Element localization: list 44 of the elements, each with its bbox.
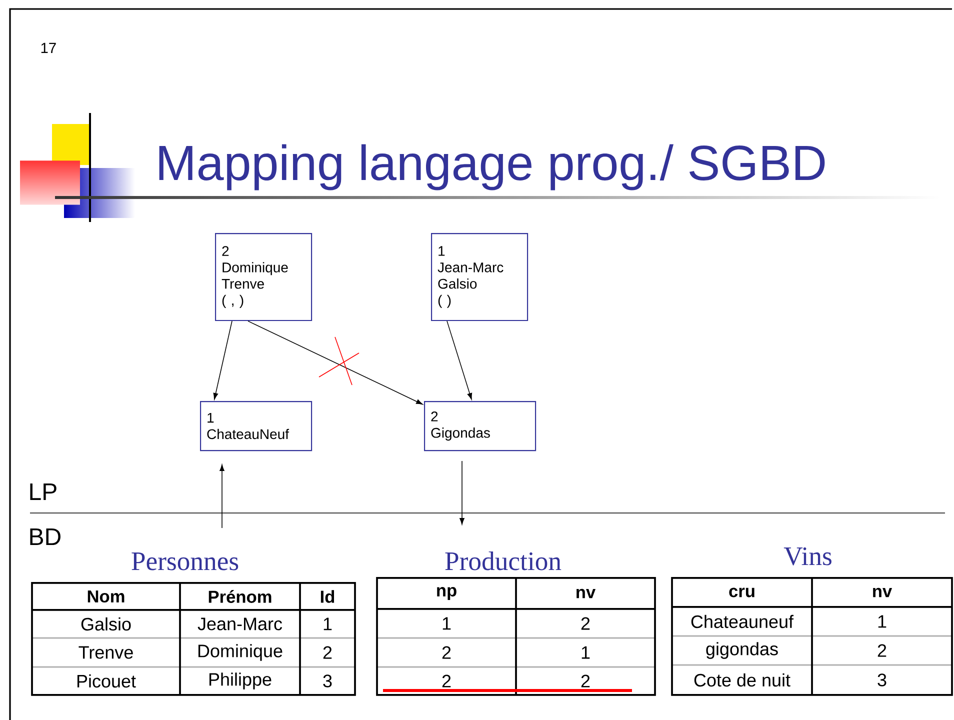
cell-text: 1 [324,618,332,630]
cell-text: 2 [581,674,590,688]
column-header: Prénom [208,590,272,603]
object-box: 1 Jean-Marc Galsio ( ) [431,233,528,322]
arrow [220,464,224,528]
cell-text: 2 [442,646,451,659]
cell-text: Dominique [198,644,282,661]
table-title: Vins [784,547,832,566]
arrow [213,320,232,400]
page-number: 17 [41,42,56,53]
column-header: nv [873,588,892,598]
column-header: cru [729,588,754,598]
cell-text: 2 [878,644,886,657]
cell-text: 2 [323,646,332,659]
layer-label: LP [30,483,56,500]
slide-title: Mapping langage prog./ SGBD [159,144,825,190]
table-title: Personnes [132,552,238,570]
table-title: Production [445,551,562,570]
cell-text: Chateauneuf [691,614,794,628]
column-header: Id [320,590,334,603]
cell-text: gigondas [706,642,778,659]
cell-text: Philippe [209,672,272,690]
object-box: 1 ChateauNeuf [200,401,312,452]
object-box: 2 Dominique Trenve ( , ) [215,233,312,322]
cell-text: Cote de nuit [694,673,790,687]
cell-text: 1 [582,646,590,659]
cell-text: Trenve [78,646,133,659]
column-header: np [437,587,456,600]
cell-text: 1 [442,617,451,630]
cell-text: 2 [581,617,590,630]
cell-text: Jean-Marc [198,618,282,630]
object-box: 2 Gigondas [424,401,536,452]
cell-text: 2 [442,674,451,688]
arrow [446,320,472,400]
arrow [460,460,464,525]
cell-text: Picouet [77,674,136,688]
cell-text: 1 [878,615,886,628]
cell-text: 3 [878,674,886,686]
layer-label: BD [30,528,60,545]
column-header: nv [576,588,596,598]
column-header: Nom [88,590,124,603]
arrow [248,320,423,405]
cell-text: Galsio [81,617,131,631]
cell-text: 3 [323,674,332,688]
